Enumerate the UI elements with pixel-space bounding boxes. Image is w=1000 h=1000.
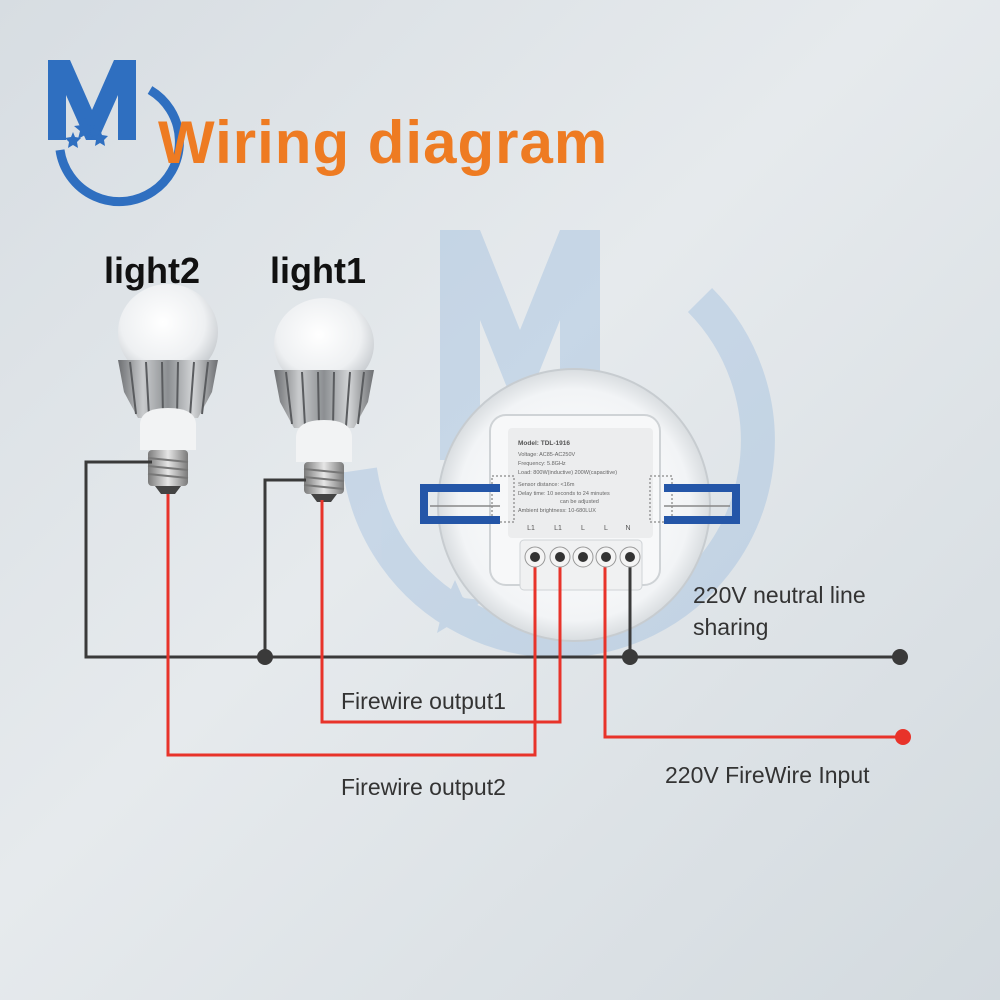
bulb-label-light1: light1 xyxy=(270,250,366,291)
terminal-label-2: L1 xyxy=(554,525,562,532)
terminal-block xyxy=(524,546,641,568)
terminal-label-5: N xyxy=(625,525,630,532)
sensor-spec-4: Sensor distance: <16m xyxy=(518,482,575,488)
firewire-input-label: 220V FireWire Input xyxy=(665,762,870,788)
firewire-output1-label: Firewire output1 xyxy=(341,688,506,714)
junction-dot-light1 xyxy=(257,649,273,665)
sensor-spec-7: Ambient brightness: 10-680LUX xyxy=(518,508,596,514)
junction-dot-sensor xyxy=(622,649,638,665)
firewire-input-wire xyxy=(603,560,903,739)
bulb-label-light2: light2 xyxy=(104,250,200,291)
bulb-light2 xyxy=(118,284,218,494)
sensor-model: Model: TDL-1916 xyxy=(518,440,570,447)
sensor-spec-3: Load: 800W(inductive) 200W(capacitive) xyxy=(518,470,617,476)
neutral-line-label-2: sharing xyxy=(693,614,769,640)
terminal-label-3: L xyxy=(581,525,585,532)
neutral-wire-light1 xyxy=(263,478,306,657)
firewire-endpoint xyxy=(895,729,911,745)
brand-logo xyxy=(48,60,184,207)
neutral-line-label: 220V neutral line xyxy=(693,582,866,608)
page-title: Wiring diagram xyxy=(158,109,609,176)
sensor-spec-6: can be adjusted xyxy=(560,499,599,505)
neutral-wires xyxy=(84,460,900,659)
sensor-module xyxy=(420,368,740,642)
sensor-spec-1: Voltage: AC85-AC250V xyxy=(518,452,576,458)
bulb-light1 xyxy=(274,298,374,502)
firewire-output2-wire xyxy=(166,494,537,757)
firewire-output2-label: Firewire output2 xyxy=(341,774,506,800)
terminal-label-1: L1 xyxy=(527,525,535,532)
neutral-wire-light2 xyxy=(84,460,900,659)
live-wires xyxy=(166,494,903,757)
firewire-output1-wire xyxy=(320,500,562,724)
terminal-label-4: L xyxy=(604,525,608,532)
sensor-spec-5: Delay time: 10 seconds to 24 minutes xyxy=(518,491,610,497)
neutral-endpoint xyxy=(892,649,908,665)
sensor-spec-2: Frequency: 5.8GHz xyxy=(518,461,566,467)
